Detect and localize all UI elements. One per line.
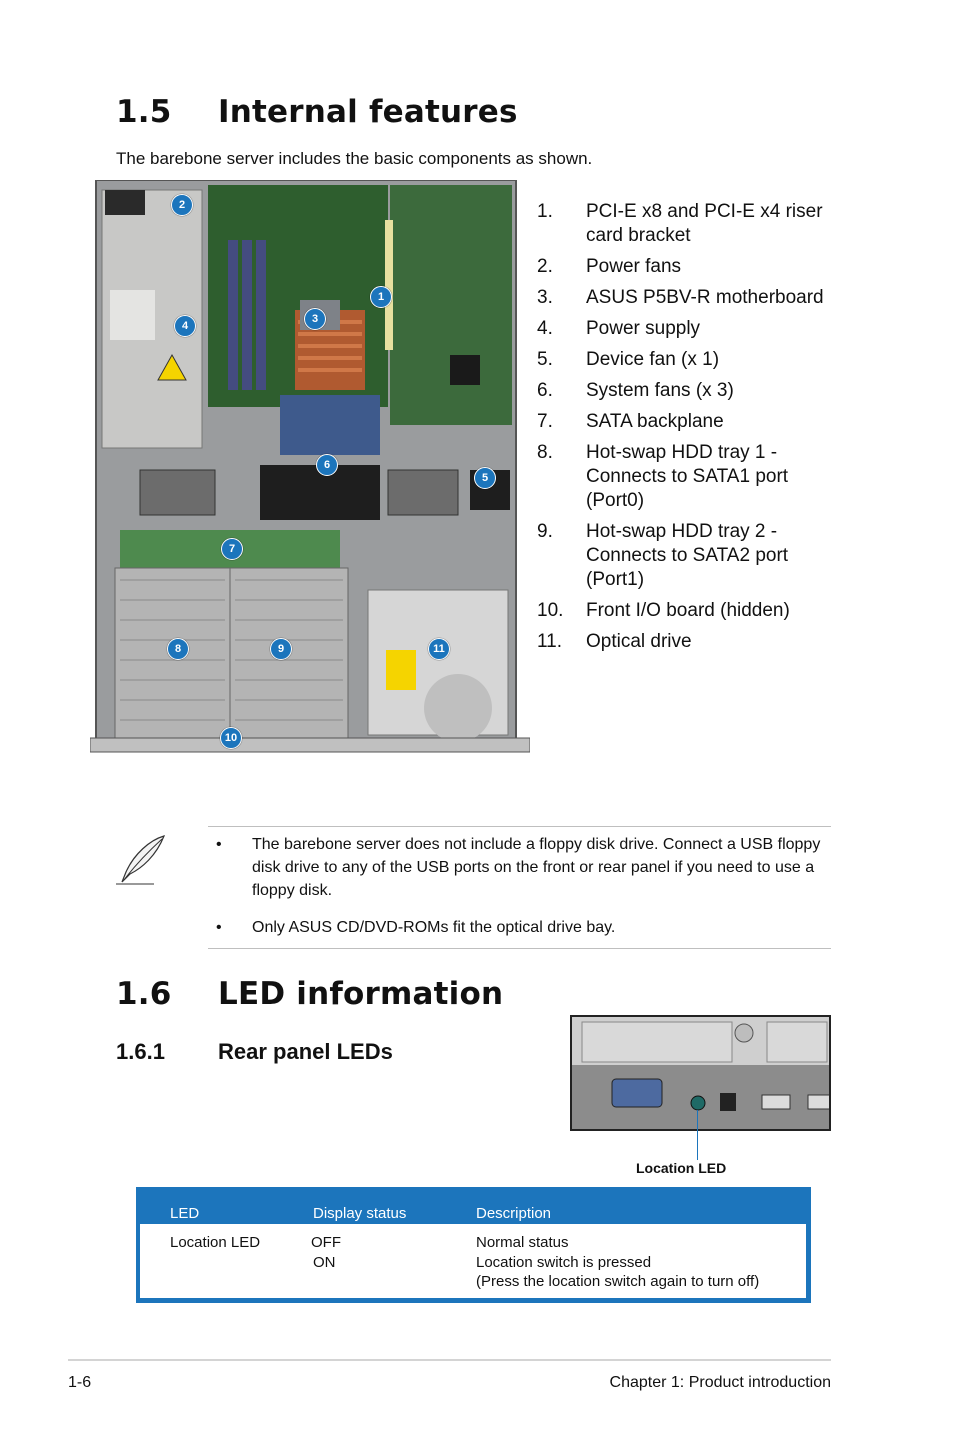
callout-4: 4 bbox=[174, 315, 196, 337]
list-item: 7.SATA backplane bbox=[537, 411, 724, 432]
table-cell-desc-off: Normal status bbox=[476, 1234, 569, 1251]
section-title: Internal features bbox=[218, 94, 518, 130]
section-number: 1.5 bbox=[116, 94, 172, 130]
table-cell-status-on: ON bbox=[313, 1254, 336, 1271]
table-cell-desc-on: Location switch is pressed bbox=[476, 1254, 652, 1271]
list-item: 10.Front I/O board (hidden) bbox=[537, 600, 790, 621]
callout-9: 9 bbox=[270, 638, 292, 660]
section-title: LED information bbox=[218, 976, 504, 1012]
list-item: 2.Power fans bbox=[537, 256, 682, 277]
footer-rule bbox=[68, 1359, 831, 1361]
note-list: •The barebone server does not include a … bbox=[216, 833, 826, 953]
callout-5: 5 bbox=[474, 467, 496, 489]
table-cell-desc-on-note: (Press the location switch again to turn… bbox=[476, 1273, 760, 1290]
callout-10: 10 bbox=[220, 727, 242, 749]
list-item: 5.Device fan (x 1) bbox=[537, 349, 720, 370]
subsection-title: Rear panel LEDs bbox=[218, 1039, 393, 1064]
list-item: 1.PCI-E x8 and PCI-E x4 riser card brack… bbox=[537, 201, 823, 246]
table-header-status: Display status bbox=[313, 1205, 407, 1222]
list-item: 4.Power supply bbox=[537, 318, 701, 339]
note-bullet: •Only ASUS CD/DVD-ROMs fit the optical d… bbox=[216, 919, 616, 936]
list-item: 8.Hot-swap HDD tray 1 - Connects to SATA… bbox=[537, 442, 789, 511]
section-heading-1-5: 1.5 Internal features bbox=[116, 94, 518, 130]
list-item: 11.Optical drive bbox=[537, 631, 692, 652]
note-bottom-rule bbox=[208, 948, 831, 949]
table-header-description: Description bbox=[476, 1205, 552, 1222]
page-number: 1-6 bbox=[68, 1374, 92, 1391]
table-cell-status-off: OFF bbox=[311, 1234, 341, 1251]
led-table bbox=[136, 1187, 811, 1303]
table-cell-led: Location LED bbox=[170, 1234, 261, 1251]
location-led-label: Location LED bbox=[636, 1160, 727, 1176]
feather-pen-icon bbox=[112, 832, 170, 888]
callout-1: 1 bbox=[370, 286, 392, 308]
callout-6: 6 bbox=[316, 454, 338, 476]
list-item: 6.System fans (x 3) bbox=[537, 380, 734, 401]
intro-text: The barebone server includes the basic c… bbox=[116, 149, 593, 168]
section-number: 1.6 bbox=[116, 976, 172, 1012]
callout-7: 7 bbox=[221, 538, 243, 560]
list-item: 3.ASUS P5BV-R motherboard bbox=[537, 287, 824, 308]
callout-3: 3 bbox=[304, 308, 326, 330]
callout-2: 2 bbox=[171, 194, 193, 216]
subsection-number: 1.6.1 bbox=[116, 1039, 165, 1064]
section-heading-1-6: 1.6 LED information bbox=[116, 976, 503, 1012]
subsection-heading-1-6-1: 1.6.1 Rear panel LEDs bbox=[116, 1039, 393, 1065]
led-table-body bbox=[140, 1224, 806, 1298]
note-top-rule bbox=[208, 826, 831, 827]
feature-list: 1.PCI-E x8 and PCI-E x4 riser card brack… bbox=[537, 200, 837, 661]
server-illustration bbox=[90, 180, 530, 768]
callout-8: 8 bbox=[167, 638, 189, 660]
table-header-led: LED bbox=[170, 1205, 200, 1222]
rear-panel-photo bbox=[570, 1015, 831, 1131]
chapter-title: Chapter 1: Product introduction bbox=[609, 1374, 831, 1391]
list-item: 9.Hot-swap HDD tray 2 - Connects to SATA… bbox=[537, 521, 789, 590]
server-internal-photo: 2 1 3 4 6 5 7 8 9 11 10 bbox=[90, 180, 530, 768]
note-bullet: •The barebone server does not include a … bbox=[216, 836, 821, 899]
location-led-pointer bbox=[697, 1110, 698, 1160]
callout-11: 11 bbox=[428, 638, 450, 660]
